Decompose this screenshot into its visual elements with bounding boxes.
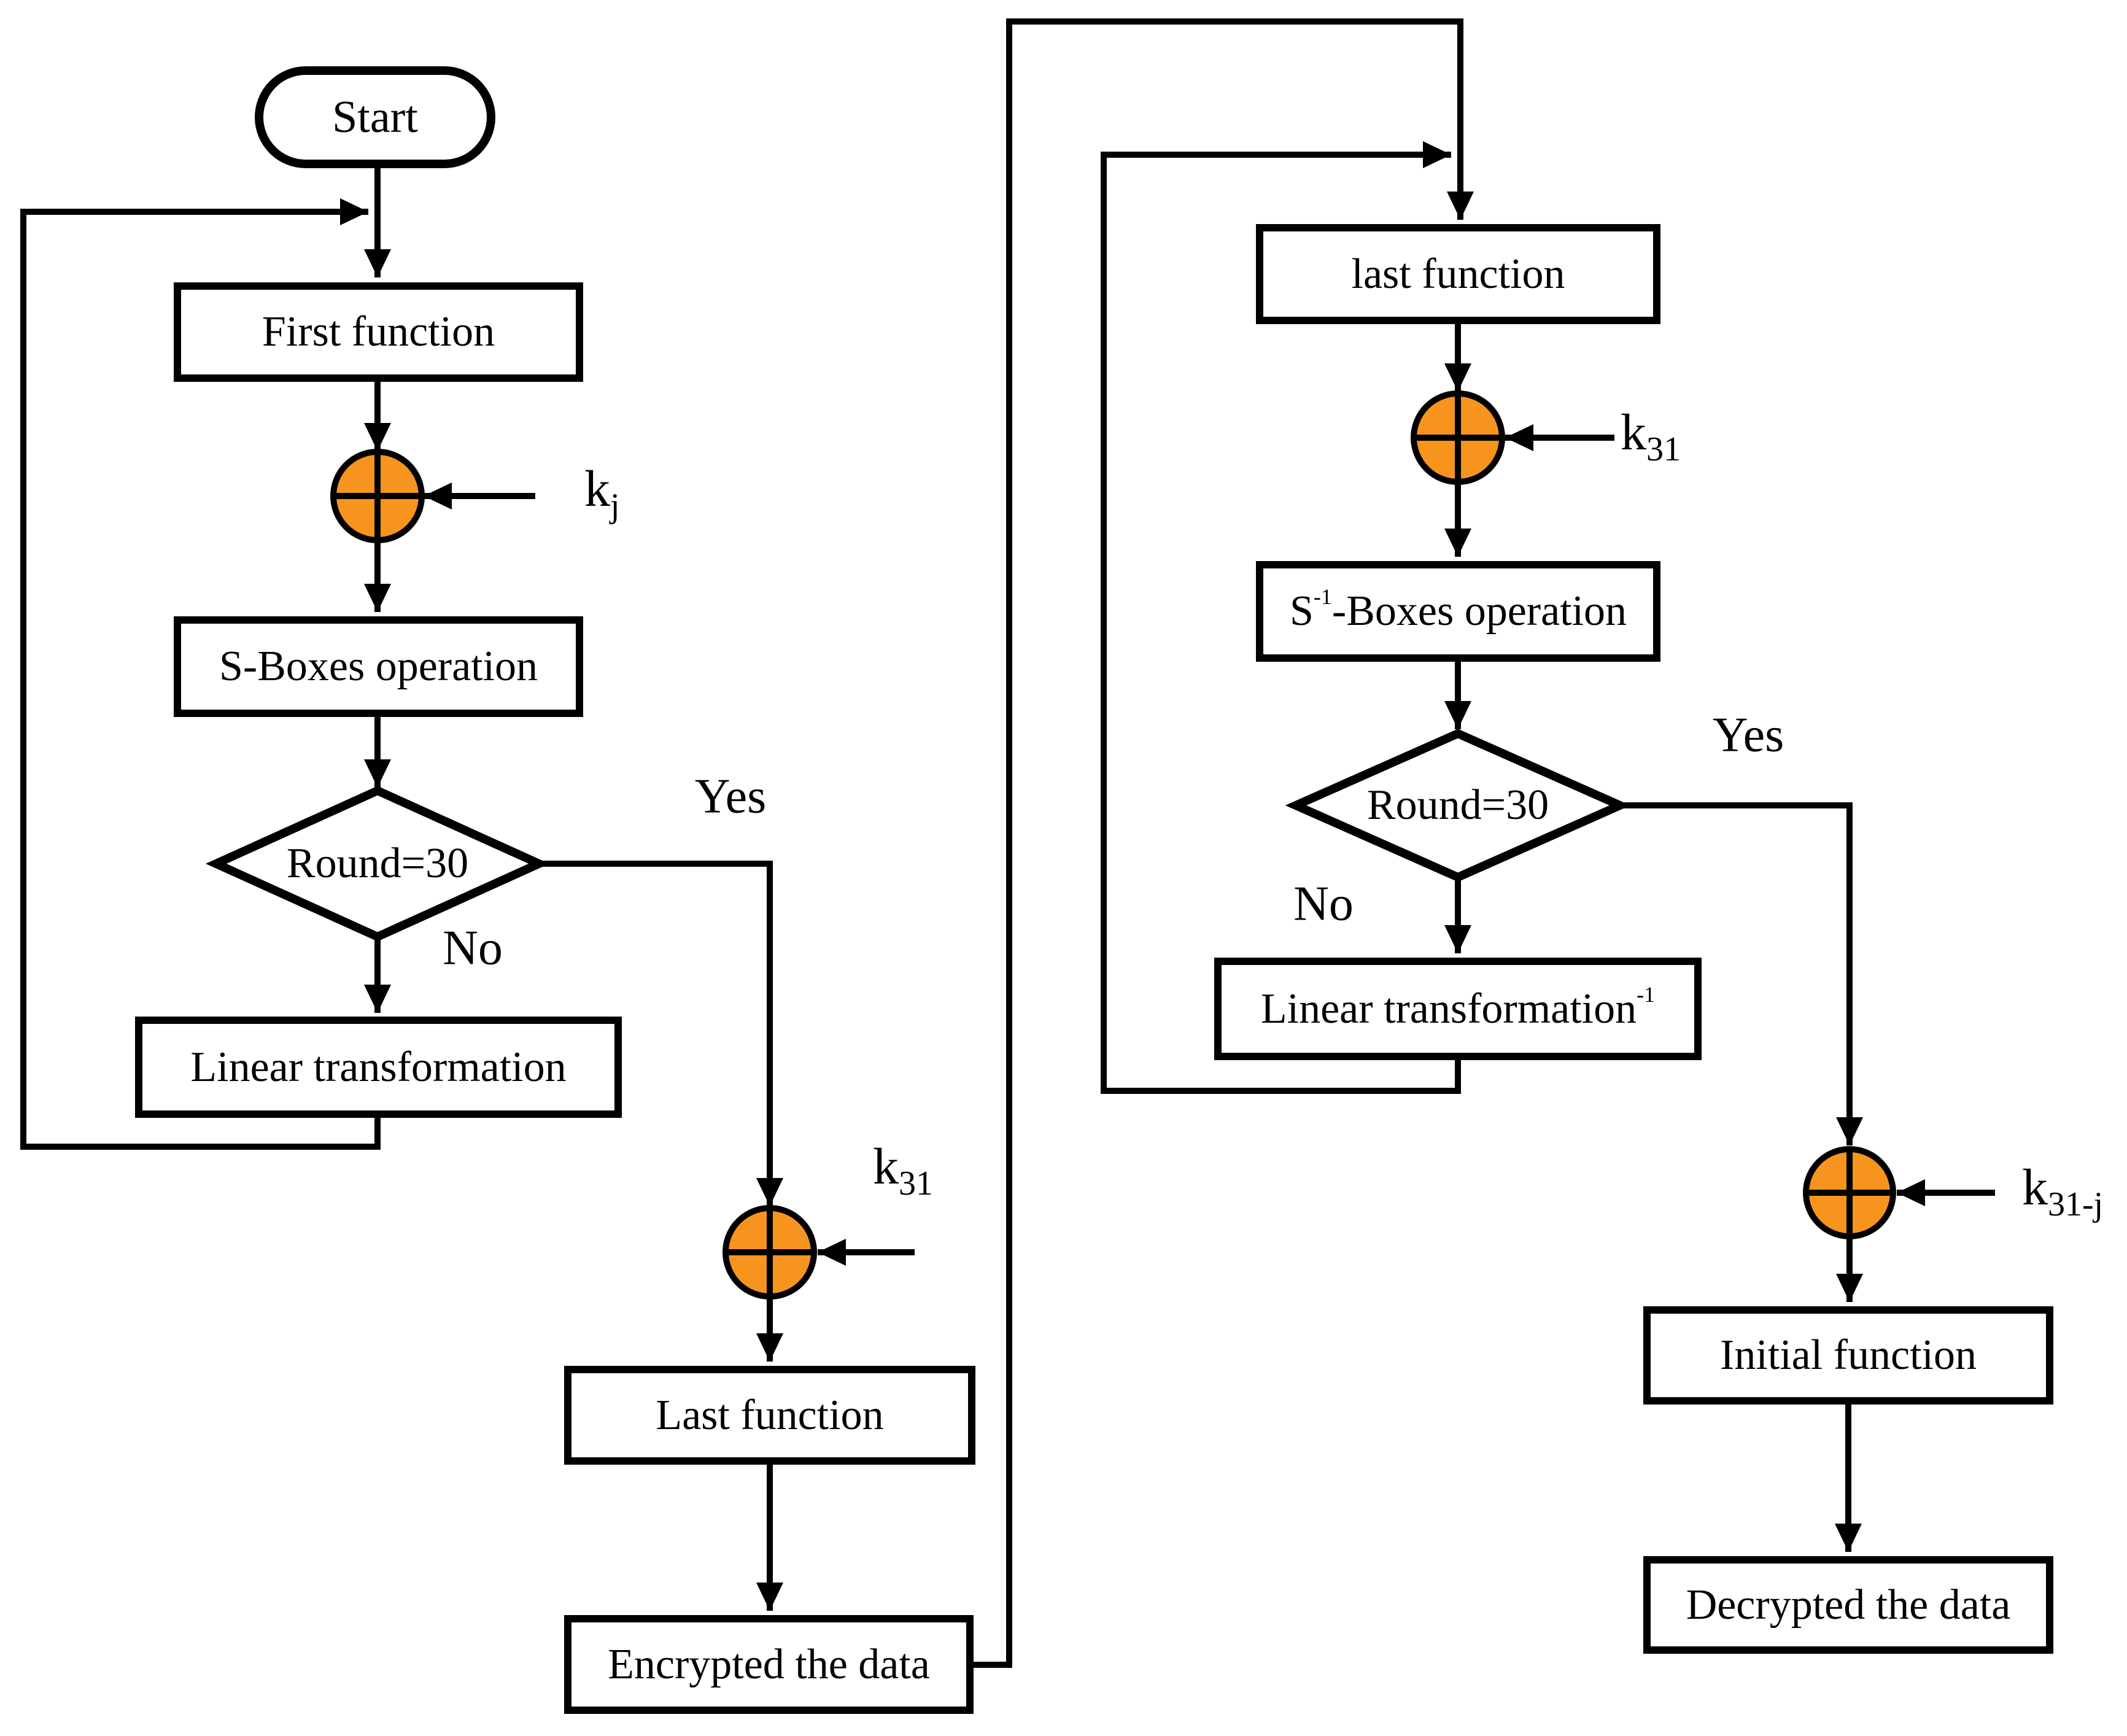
round-left-decision-label: Round=30 [286, 840, 469, 887]
xor-icon-encrypt-kj [330, 449, 425, 543]
key-label-k31-encrypt: k31 [873, 1138, 933, 1203]
s-inverse-boxes-node: S-1-Boxes operation [1256, 561, 1660, 662]
xor-icon-decrypt-k31 [1411, 390, 1505, 485]
xor-icon-decrypt-k31j [1803, 1146, 1896, 1239]
edge-round-left-yes-to-xor2 [539, 861, 783, 1206]
round-left-decision-diamond [206, 786, 549, 942]
round-right-decision-label: Round=30 [1366, 781, 1549, 829]
xor-icon-encrypt-k31 [723, 1205, 817, 1300]
linear-transformation-inverse-node: Linear transformation-1 [1214, 958, 1702, 1060]
yes-label-right: Yes [1712, 708, 1784, 762]
edge-loop-linear-inverse-to-last-function-right [1101, 141, 1461, 1094]
edge-round-right-yes-to-xor4 [1620, 802, 1863, 1145]
linear-transformation-node: Linear transformation [135, 1017, 622, 1118]
no-label-right: No [1293, 877, 1354, 931]
encrypted-data-node: Encrypted the data [564, 1615, 974, 1714]
start-node: Start [255, 66, 495, 168]
last-function-right-node: last function [1256, 224, 1660, 324]
key-label-k31-minus-j: k31-j [2022, 1159, 2104, 1223]
yes-label-left: Yes [694, 769, 767, 824]
decrypted-data-node: Decrypted the data [1643, 1556, 2053, 1654]
edge-encrypted-to-last-function-right [974, 18, 1474, 1668]
key-label-kj: kj [584, 460, 620, 525]
s-boxes-operation-node: S-Boxes operation [174, 616, 583, 717]
edge-loop-linear-to-first-function [20, 198, 381, 1150]
no-label-left: No [443, 921, 503, 975]
first-function-node: First function [174, 282, 583, 382]
key-label-k31-decrypt: k31 [1621, 404, 1681, 468]
last-function-left-node: Last function [564, 1366, 975, 1465]
initial-function-node: Initial function [1643, 1306, 2053, 1405]
round-right-decision-diamond [1285, 729, 1631, 882]
